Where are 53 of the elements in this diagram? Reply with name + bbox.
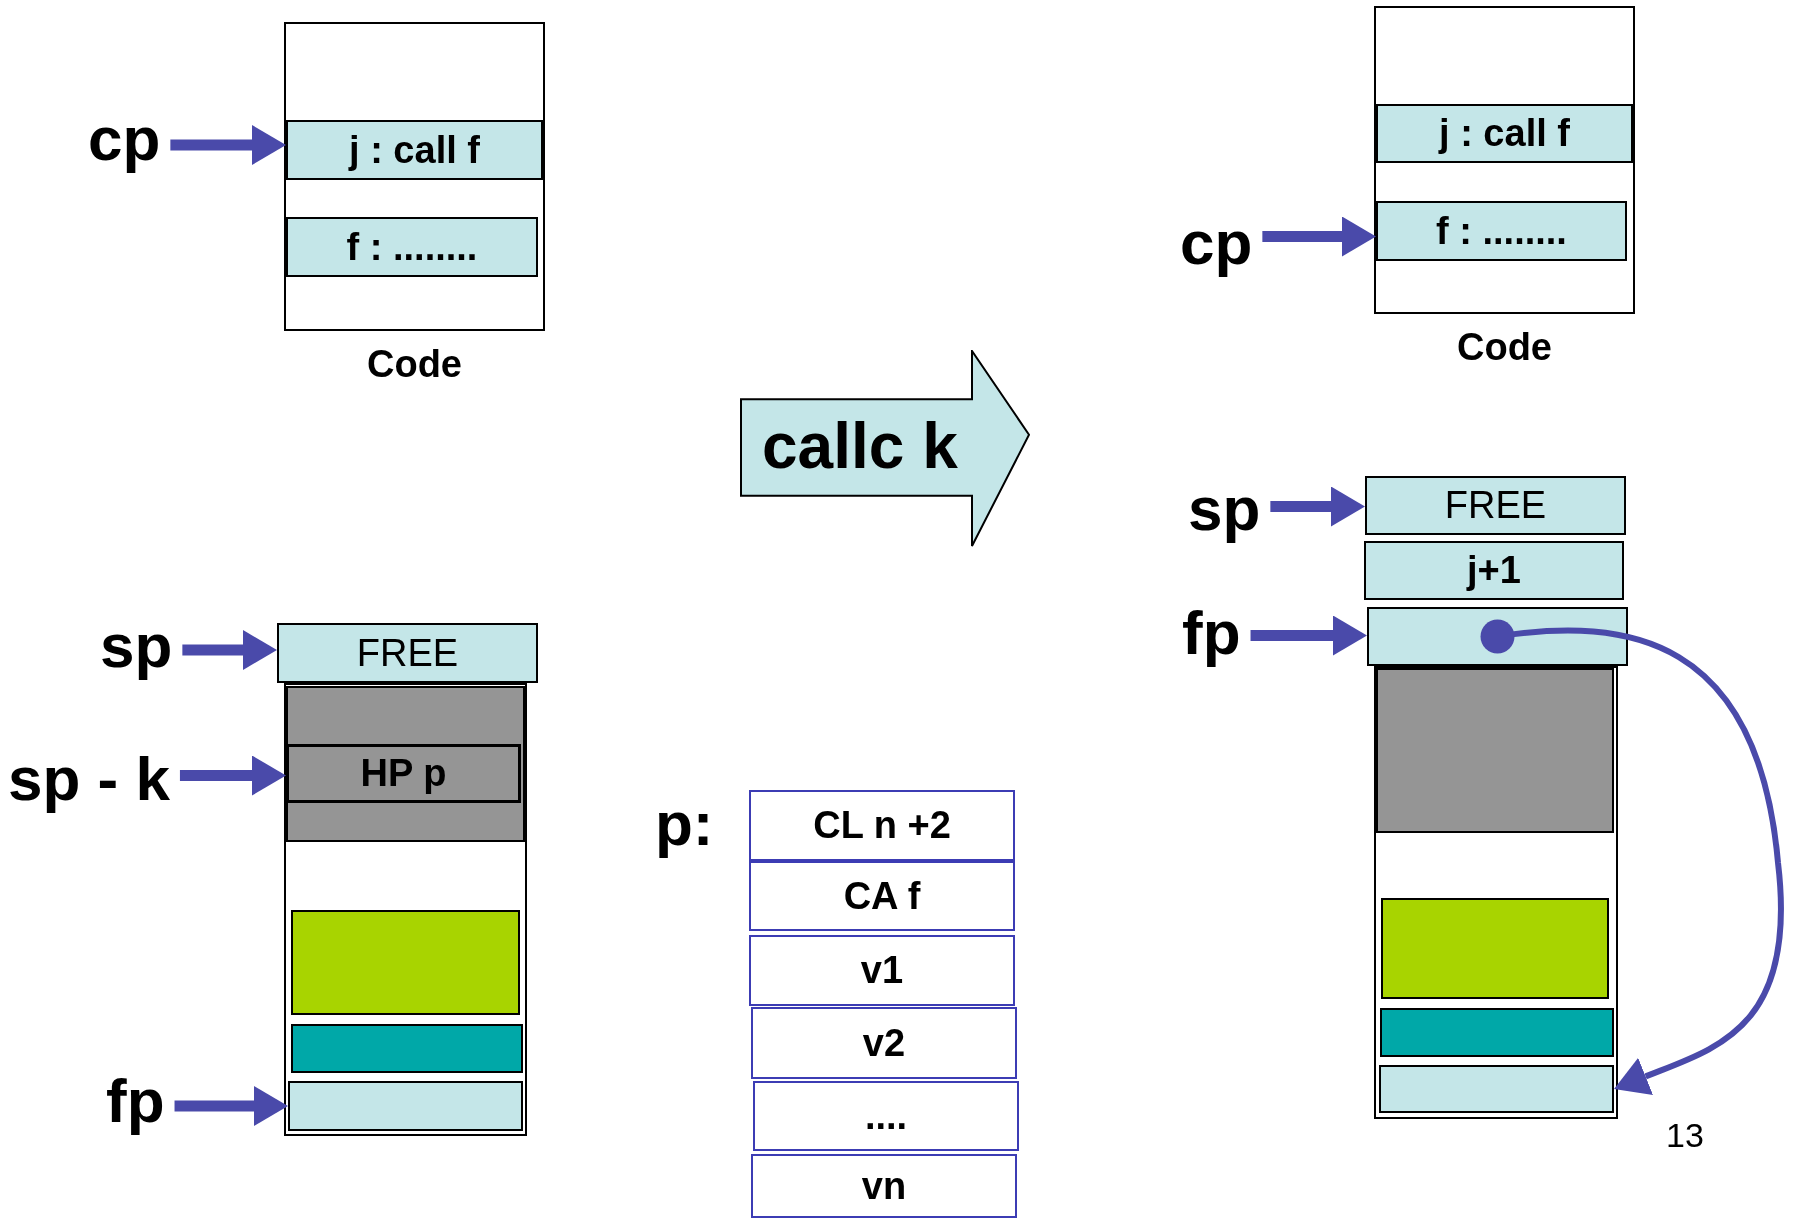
cell-text: FREE [356,631,459,675]
memory-block [1379,1065,1614,1113]
memory-block [291,910,520,1015]
memory-block [1376,668,1614,833]
memory-cell [1364,541,1624,600]
memory-cell [749,790,1015,861]
memory-cell [277,623,538,683]
memory-cell [749,935,1015,1006]
box-caption: Code [1457,326,1552,368]
cell-text: j : call f [1439,112,1570,155]
cell-text: CL n +2 [813,804,951,847]
memory-cell [286,120,543,180]
memory-block [286,686,525,842]
arrow-label: callc k [762,408,958,483]
stack-memory-box [1374,666,1618,1119]
memory-cell [749,861,1015,931]
block-arrow [740,350,1030,547]
memory-cell [751,1007,1017,1079]
memory-block [291,1024,523,1073]
memory-cell [286,744,521,803]
cell-text: vn [861,1164,907,1208]
stack-memory-box [284,683,527,1136]
cell-text: j+1 [1467,549,1521,592]
cell-text: HP p [360,752,447,795]
cell-text: f : ........ [346,225,478,269]
text-label: p: [655,788,714,859]
memory-block [288,1081,523,1131]
box-caption: Code [367,343,462,385]
arrow [182,630,277,670]
memory-block [1380,1008,1614,1057]
memory-cell [1376,201,1627,261]
arrow [179,755,286,796]
arrow [1262,216,1376,257]
cell-text: f : ........ [1436,209,1567,253]
cell-text: v1 [860,949,904,992]
arrow [174,1086,288,1126]
memory-block [1381,898,1609,999]
arrow [1250,615,1367,656]
memory-block [1367,607,1628,666]
memory-cell [751,1154,1017,1218]
page-number: 13 [1666,1116,1704,1155]
memory-cell [1365,476,1626,535]
memory-cell [753,1081,1019,1151]
cell-text: FREE [1444,484,1547,527]
memory-cell [286,217,538,277]
cell-text: .... [864,1094,908,1138]
cell-text: CA f [843,874,921,918]
arrow [170,125,286,165]
arrow [1270,486,1365,527]
cell-text: v2 [862,1021,906,1065]
memory-cell [1376,104,1633,163]
arrow [1480,619,1784,1096]
cell-text: j : call f [349,128,480,172]
